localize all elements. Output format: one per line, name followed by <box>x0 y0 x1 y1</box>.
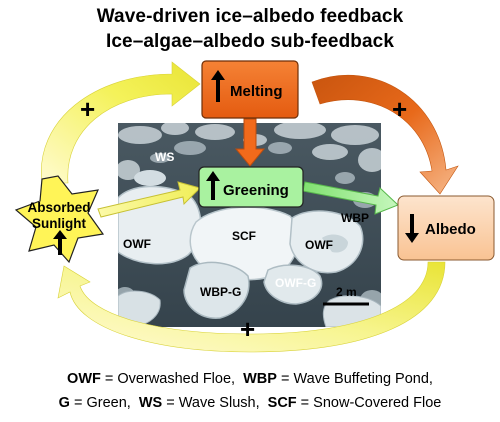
label-scf: SCF <box>232 229 256 243</box>
legend-abbr: G <box>59 395 70 411</box>
legend-definition: = Wave Slush, <box>162 395 267 411</box>
label-wbp-g: WBP-G <box>200 285 241 299</box>
legend-definition: = Overwashed Floe, <box>101 371 243 387</box>
node-absorbed-sunlight: Absorbed Sunlight <box>16 176 103 262</box>
node-greening: Greening <box>199 167 303 207</box>
label-ws: WS <box>155 150 174 164</box>
label-wbp: WBP <box>341 211 369 225</box>
sign-bottom: + <box>240 314 255 344</box>
legend-definition: = Green, <box>70 395 139 411</box>
albedo-label: Albedo <box>425 221 476 238</box>
legend-abbr: WS <box>139 395 162 411</box>
sign-top-left: + <box>80 94 95 124</box>
sunlight-label-line2: Sunlight <box>32 216 86 231</box>
melting-label: Melting <box>230 83 283 100</box>
node-albedo: Albedo <box>398 196 494 260</box>
sunlight-label-line1: Absorbed <box>27 200 90 215</box>
scale-label: 2 m <box>336 285 357 299</box>
sign-top-right: + <box>392 94 407 124</box>
label-owf-right: OWF <box>305 238 333 252</box>
legend-abbr: OWF <box>67 371 101 387</box>
label-owf-g: OWF-G <box>275 276 316 290</box>
legend-line-1: OWF = Overwashed Floe, WBP = Wave Buffet… <box>0 371 500 387</box>
legend-line-2: G = Green, WS = Wave Slush, SCF = Snow-C… <box>0 395 500 411</box>
node-melting: Melting <box>202 61 298 118</box>
legend-definition: = Wave Buffeting Pond, <box>277 371 433 387</box>
legend-abbr: SCF <box>268 395 297 411</box>
legend-abbr: WBP <box>243 371 277 387</box>
greening-label: Greening <box>223 182 289 199</box>
legend-definition: = Snow-Covered Floe <box>297 395 442 411</box>
label-owf-left: OWF <box>123 237 151 251</box>
